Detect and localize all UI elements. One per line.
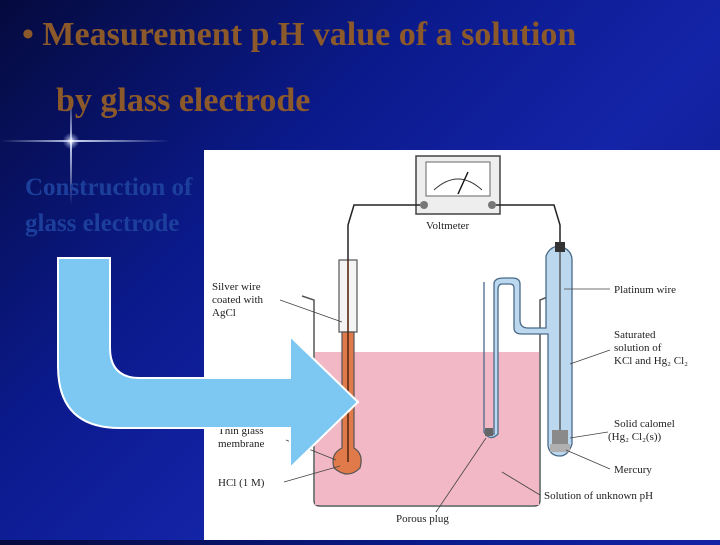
subtitle-line-1: Construction of: [25, 174, 193, 201]
label-solid-calomel-2: (Hg₂ Cl₂(s)): [608, 431, 662, 443]
label-silver-wire-1: Silver wire: [212, 281, 261, 293]
leader-solution-unknown: [501, 471, 541, 496]
leader-solid-calomel: [569, 431, 609, 439]
label-thin-glass-1: Thin glass: [218, 425, 264, 437]
glass-electrode-diagram: Voltmeter Silver wire coated with AgCl T…: [204, 150, 720, 540]
label-porous-plug: Porous plug: [396, 513, 449, 525]
subtitle-line-2: glass electrode: [25, 210, 180, 237]
wire-left: [347, 204, 420, 260]
lens-flare-center: [63, 133, 79, 149]
leader-porous-plug: [435, 437, 487, 513]
leader-silver-wire: [279, 299, 343, 323]
lens-flare-vertical: [70, 95, 72, 205]
calomel-stopper: [555, 242, 565, 252]
label-solid-calomel-1: Solid calomel: [614, 418, 675, 430]
beaker: [301, 295, 551, 507]
label-silver-wire-2: coated with: [212, 294, 264, 306]
voltmeter-scale: [433, 178, 483, 191]
label-saturated-2: solution of: [614, 342, 662, 354]
voltmeter-terminal-left: [420, 201, 428, 209]
label-saturated-1: Saturated: [614, 329, 656, 341]
leader-mercury: [565, 449, 611, 470]
slide-subtitle: Construction of glass electrode: [25, 170, 192, 242]
label-voltmeter: Voltmeter: [426, 220, 470, 232]
label-solution-unknown: Solution of unknown pH: [544, 490, 653, 502]
wire-right: [496, 204, 561, 242]
label-platinum-wire: Platinum wire: [614, 284, 676, 296]
diagram-svg: Voltmeter Silver wire coated with AgCl T…: [212, 155, 688, 525]
title-bullet: •: [22, 16, 34, 53]
voltmeter-terminal-right: [488, 201, 496, 209]
label-silver-wire-3: AgCl: [212, 307, 236, 319]
slide-title: • Measurement p.H value of a solution by…: [22, 12, 712, 124]
label-mercury: Mercury: [614, 464, 652, 476]
lens-flare-horizontal: [0, 140, 170, 142]
label-hcl: HCl (1 M): [218, 477, 265, 489]
label-thin-glass-2: membrane: [218, 438, 265, 450]
mercury: [550, 444, 570, 452]
voltmeter-needle: [457, 171, 469, 195]
label-saturated-3: KCl and Hg₂ Cl₂: [614, 355, 688, 367]
title-line-2: by glass electrode: [56, 82, 311, 119]
leader-saturated: [569, 349, 611, 365]
porous-plug: [485, 428, 493, 436]
title-line-1: Measurement p.H value of a solution: [42, 16, 577, 53]
solid-calomel: [552, 430, 568, 444]
